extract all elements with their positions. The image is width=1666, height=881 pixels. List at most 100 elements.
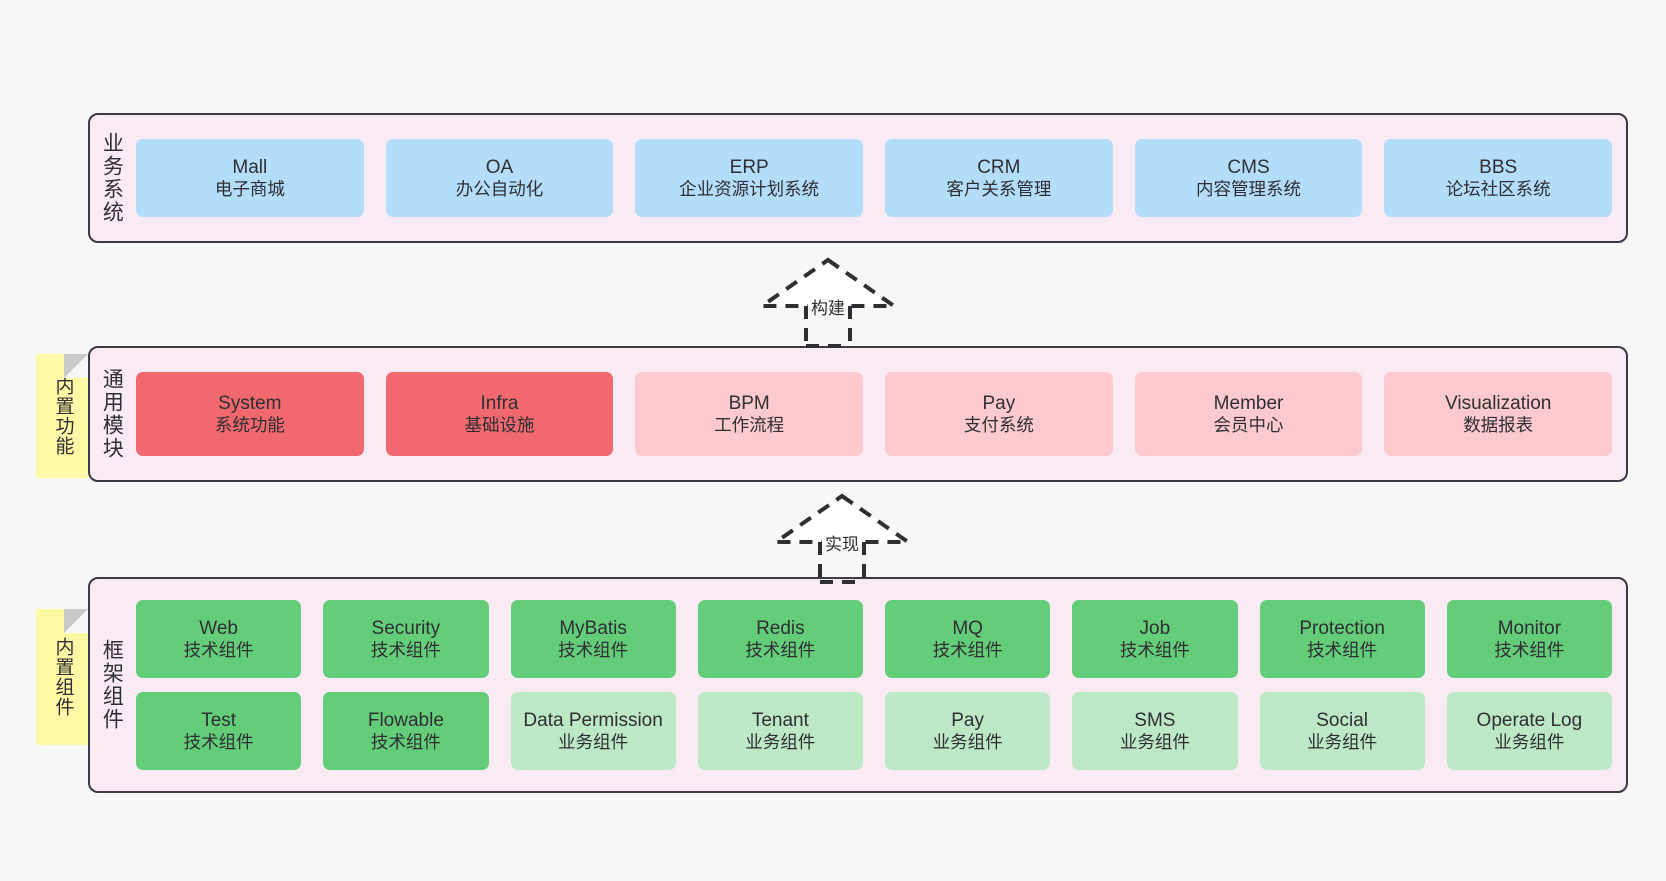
card-title-en: OA (485, 156, 514, 178)
card-title-cn: 数据报表 (1463, 414, 1534, 435)
card-title-en: System (218, 392, 282, 414)
card-title-en: Tenant (751, 709, 809, 731)
card-title-en: CRM (977, 156, 1021, 178)
card-title-en: Job (1139, 617, 1171, 639)
card-title-cn: 业务组件 (932, 731, 1003, 752)
card-title-en: Pay (951, 709, 984, 731)
card-title-cn: 技术组件 (558, 639, 629, 660)
card-title-en: SMS (1134, 709, 1176, 731)
card-title-en: CMS (1227, 156, 1270, 178)
sticky-note-builtin-features: 内置功能 (36, 354, 88, 478)
section-label-module: 通用模块 (100, 368, 124, 460)
card-title-cn: 电子商城 (214, 178, 285, 199)
connector-label-implement: 实现 (825, 535, 859, 554)
card-title-cn: 业务组件 (1494, 731, 1565, 752)
sticky-note-builtin-components: 内置组件 (36, 609, 88, 745)
card-title-cn: 业务组件 (745, 731, 816, 752)
generalization-arrow-icon (769, 493, 915, 584)
connector-label-build: 构建 (811, 299, 845, 318)
card-title-cn: 技术组件 (1307, 639, 1378, 660)
section-label-framework: 框架组件 (100, 639, 124, 731)
card-title-en: Monitor (1497, 617, 1562, 639)
card-title-en: Protection (1299, 617, 1385, 639)
card-title-cn: 技术组件 (1494, 639, 1565, 660)
card-title-en: Data Permission (523, 709, 663, 731)
card-title-en: MQ (952, 617, 983, 639)
card-title-cn: 客户关系管理 (946, 178, 1052, 199)
sticky-note-label-builtin-features: 内置功能 (52, 376, 74, 456)
card-title-cn: 技术组件 (932, 639, 1003, 660)
card-title-cn: 办公自动化 (455, 178, 544, 199)
card-title-en: Infra (480, 392, 519, 414)
card-title-cn: 业务组件 (1307, 731, 1378, 752)
card-title-en: ERP (729, 156, 769, 178)
card-title-en: BPM (728, 392, 770, 414)
connector-build: 构建 (755, 256, 901, 348)
sticky-note-label-builtin-components: 内置组件 (52, 637, 74, 717)
card-title-en: Web (199, 617, 238, 639)
card-title-cn: 工作流程 (714, 414, 785, 435)
card-title-cn: 业务组件 (1119, 731, 1190, 752)
card-title-en: MyBatis (559, 617, 627, 639)
section-label-business: 业务系统 (100, 132, 124, 224)
card-title-cn: 业务组件 (558, 731, 629, 752)
card-title-en: Social (1316, 709, 1368, 731)
card-title-cn: 技术组件 (745, 639, 816, 660)
card-title-cn: 支付系统 (963, 414, 1034, 435)
card-title-cn: 技术组件 (1119, 639, 1190, 660)
card-title-cn: 技术组件 (183, 639, 254, 660)
card-title-en: Security (371, 617, 441, 639)
card-title-cn: 技术组件 (370, 731, 441, 752)
card-title-en: Mall (232, 156, 268, 178)
card-title-cn: 技术组件 (183, 731, 254, 752)
card-title-cn: 基础设施 (464, 414, 535, 435)
card-title-cn: 技术组件 (370, 639, 441, 660)
card-title-en: Member (1213, 392, 1284, 414)
generalization-arrow-icon (755, 257, 901, 348)
card-title-en: Visualization (1445, 392, 1552, 414)
card-title-en: BBS (1479, 156, 1518, 178)
card-title-cn: 论坛社区系统 (1445, 178, 1551, 199)
card-title-en: Redis (756, 617, 805, 639)
card-title-en: Test (201, 709, 237, 731)
